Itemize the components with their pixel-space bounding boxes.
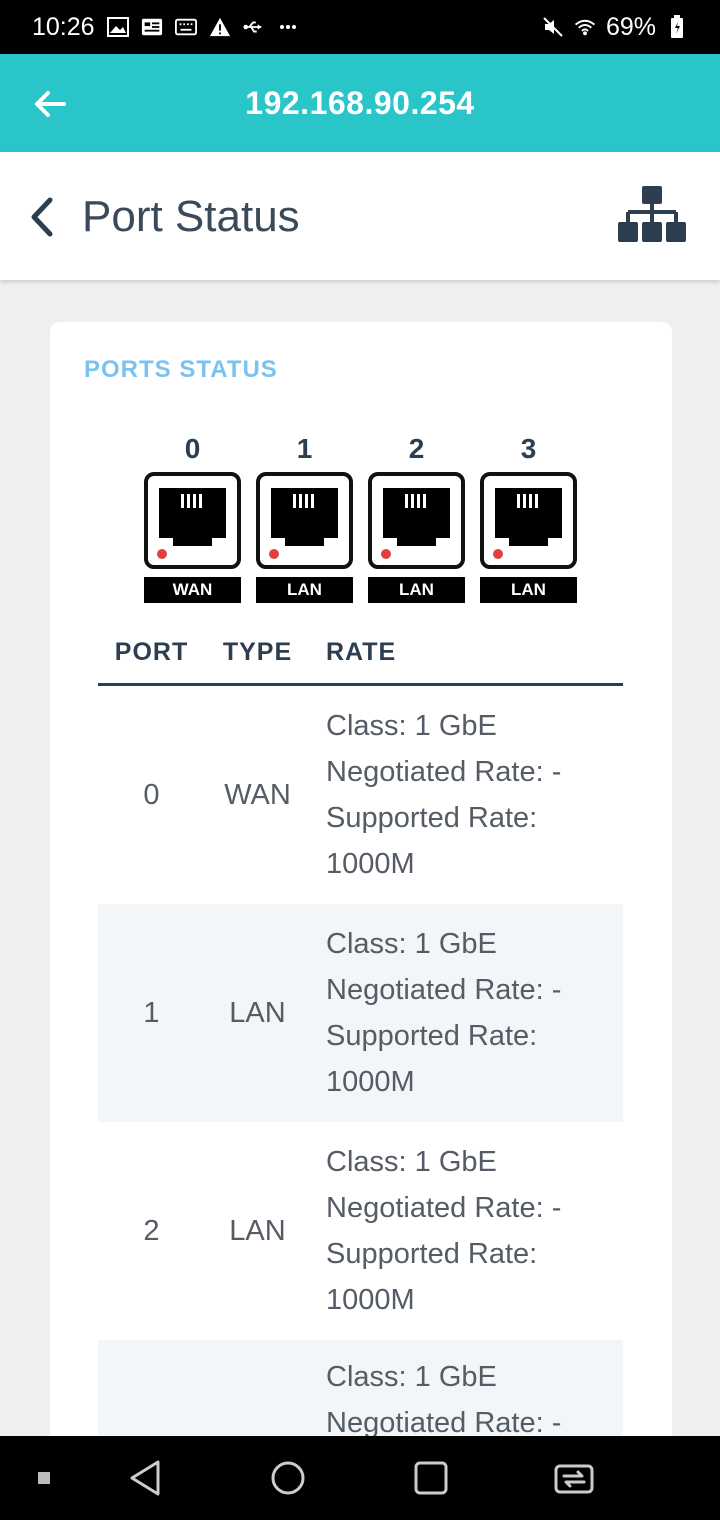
chevron-left-icon[interactable] bbox=[24, 194, 60, 240]
wifi-icon bbox=[574, 16, 596, 38]
contact-card-icon bbox=[141, 16, 163, 38]
cell-port: 0 bbox=[143, 778, 160, 811]
battery-percent: 69% bbox=[605, 12, 656, 41]
column-header-port: PORT bbox=[114, 638, 189, 666]
back-triangle-icon[interactable] bbox=[126, 1458, 164, 1498]
device-address-title: 192.168.90.254 bbox=[245, 84, 475, 121]
battery-icon bbox=[666, 15, 688, 38]
cell-type: LAN bbox=[229, 996, 286, 1029]
port-3[interactable]: 3 LAN bbox=[480, 432, 577, 603]
cell-port: 2 bbox=[143, 1214, 160, 1247]
usb-icon bbox=[243, 16, 265, 38]
home-circle-icon[interactable] bbox=[268, 1458, 308, 1498]
page-title: Port Status bbox=[82, 192, 300, 241]
rate-supported-value: 1000M bbox=[326, 1066, 415, 1098]
gallery-icon bbox=[106, 16, 129, 38]
column-header-rate: RATE bbox=[326, 638, 397, 666]
port-number: 3 bbox=[520, 433, 537, 464]
ethernet-jack-icon bbox=[256, 472, 353, 569]
back-arrow-icon[interactable] bbox=[30, 84, 70, 124]
mute-icon bbox=[542, 16, 564, 38]
more-notifications-icon bbox=[277, 16, 299, 38]
warning-icon bbox=[209, 16, 231, 38]
port-diagram: 0 WAN 1 LAN 2 LAN 3 LAN bbox=[144, 432, 577, 603]
rate-supported-value: 1000M bbox=[326, 1284, 415, 1316]
port-number: 2 bbox=[408, 433, 425, 464]
port-type-label: WAN bbox=[144, 577, 241, 603]
port-type-label: LAN bbox=[256, 577, 353, 603]
table-row: 1 LAN Class: 1 GbE Negotiated Rate: - Su… bbox=[98, 904, 623, 1122]
rate-supported-label: Supported Rate: bbox=[326, 1020, 538, 1052]
ports-status-heading: PORTS STATUS bbox=[84, 356, 278, 383]
ethernet-jack-icon bbox=[144, 472, 241, 569]
ports-status-card: PORTS STATUS 0 WAN 1 LAN 2 LAN 3 bbox=[50, 322, 672, 1520]
cell-type: LAN bbox=[229, 1214, 286, 1247]
rate-supported-value: 1000M bbox=[326, 848, 415, 880]
recent-dot-icon[interactable] bbox=[36, 1470, 52, 1486]
rate-negotiated: Negotiated Rate: - bbox=[326, 1407, 562, 1439]
overview-square-icon[interactable] bbox=[412, 1458, 450, 1498]
rate-class: Class: 1 GbE bbox=[326, 928, 497, 960]
cell-port: 1 bbox=[143, 996, 160, 1029]
keyboard-icon bbox=[174, 16, 197, 38]
table-header: PORT TYPE RATE bbox=[98, 622, 623, 686]
cell-rate: Class: 1 GbE Negotiated Rate: - bbox=[310, 1354, 623, 1446]
rate-negotiated: Negotiated Rate: - bbox=[326, 1192, 562, 1224]
rate-supported-label: Supported Rate: bbox=[326, 802, 538, 834]
cell-rate: Class: 1 GbE Negotiated Rate: - Supporte… bbox=[310, 703, 623, 887]
switch-app-icon[interactable] bbox=[552, 1458, 596, 1498]
rate-supported-label: Supported Rate: bbox=[326, 1238, 538, 1270]
network-topology-icon[interactable] bbox=[616, 184, 688, 251]
ethernet-jack-icon bbox=[480, 472, 577, 569]
cell-rate: Class: 1 GbE Negotiated Rate: - Supporte… bbox=[310, 921, 623, 1105]
column-header-type: TYPE bbox=[222, 638, 293, 666]
rate-class: Class: 1 GbE bbox=[326, 1146, 497, 1178]
port-number: 0 bbox=[184, 433, 201, 464]
port-1[interactable]: 1 LAN bbox=[256, 432, 353, 603]
ethernet-jack-icon bbox=[368, 472, 465, 569]
rate-negotiated: Negotiated Rate: - bbox=[326, 974, 562, 1006]
status-time: 10:26 bbox=[32, 12, 95, 41]
page-header: Port Status bbox=[0, 152, 720, 280]
cell-type: WAN bbox=[224, 778, 291, 811]
rate-negotiated: Negotiated Rate: - bbox=[326, 756, 562, 788]
port-0[interactable]: 0 WAN bbox=[144, 432, 241, 603]
system-navigation-bar bbox=[0, 1436, 720, 1520]
port-2[interactable]: 2 LAN bbox=[368, 432, 465, 603]
table-row: 2 LAN Class: 1 GbE Negotiated Rate: - Su… bbox=[98, 1122, 623, 1340]
port-type-label: LAN bbox=[480, 577, 577, 603]
port-number: 1 bbox=[296, 433, 313, 464]
table-row: 0 WAN Class: 1 GbE Negotiated Rate: - Su… bbox=[98, 686, 623, 904]
app-bar: 192.168.90.254 bbox=[0, 54, 720, 152]
port-status-table: PORT TYPE RATE 0 WAN Class: 1 GbE Negoti… bbox=[98, 622, 623, 1520]
status-bar: 10:26 69% bbox=[0, 0, 720, 54]
port-type-label: LAN bbox=[368, 577, 465, 603]
cell-rate: Class: 1 GbE Negotiated Rate: - Supporte… bbox=[310, 1139, 623, 1323]
rate-class: Class: 1 GbE bbox=[326, 1361, 497, 1393]
rate-class: Class: 1 GbE bbox=[326, 710, 497, 742]
